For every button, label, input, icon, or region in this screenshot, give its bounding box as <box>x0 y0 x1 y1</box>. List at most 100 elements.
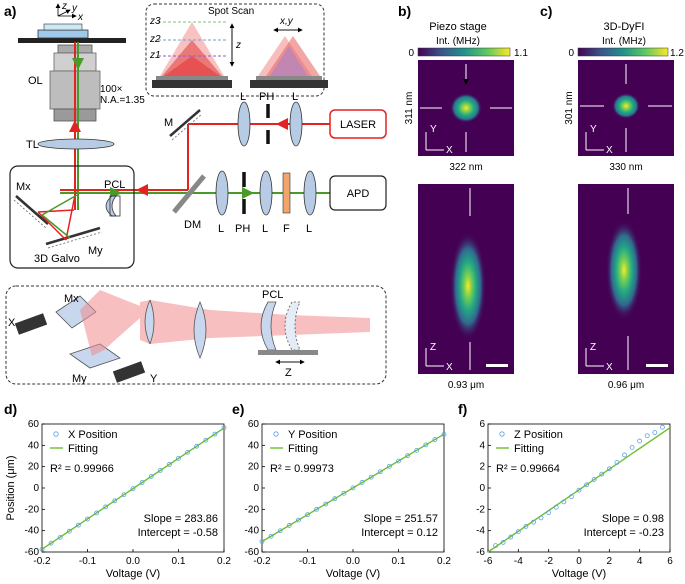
chart-d-point <box>94 510 99 516</box>
chart-f-point <box>561 499 567 505</box>
psf-c-cbar-max: 1.2 <box>670 48 684 59</box>
psf-c-cbar-label: Int. (MHz) <box>602 36 646 47</box>
psf-c-colorbar <box>577 47 669 57</box>
chart-d-intercept: Intercept = -0.58 <box>138 527 218 539</box>
chart-d-slope: Slope = 283.86 <box>144 513 218 525</box>
psf-c-size-x: 330 nm <box>609 162 642 173</box>
chart-f-point <box>584 482 589 488</box>
chart-f-xtick-label: 4 <box>637 556 643 567</box>
chart-d-point <box>148 474 154 479</box>
psf-b-colorbar <box>417 47 511 57</box>
chart-e-point <box>295 517 301 523</box>
chart-d-point <box>39 546 45 552</box>
stage-y-label: y <box>71 3 78 14</box>
psf-c-size-y: 301 nm <box>564 91 575 124</box>
chart-d-ytick-label: -60 <box>25 547 40 558</box>
chart-d-point <box>203 437 209 443</box>
chart-d-point <box>157 467 163 473</box>
inset-pcl-label: PCL <box>262 289 283 301</box>
objective-lens: OL 100× N.A.=1.35 <box>28 44 145 122</box>
z-scan-axis: z <box>235 40 241 51</box>
chart-d-point <box>139 480 145 485</box>
chart-e-point <box>377 469 383 475</box>
dichroic-mirror <box>172 174 206 214</box>
chart-d-point <box>76 522 81 528</box>
chart-f-fit-line <box>487 427 671 553</box>
chart-d-ytick-label: -20 <box>25 504 40 515</box>
chart-d-ytick-label: 40 <box>28 440 40 451</box>
chart-d-legend-series: X Position <box>68 429 118 441</box>
mirror-m: M <box>164 109 203 141</box>
chart-d-point <box>121 492 127 498</box>
chart-d-point <box>66 528 72 534</box>
psf-b-ax-z: Z <box>430 342 436 353</box>
det-lens-2-label: L <box>262 223 268 235</box>
chart-e-point <box>359 480 365 485</box>
chart-e-point <box>305 512 310 518</box>
objective-mag: 100× <box>100 84 123 95</box>
chart-f-xtick-label: 6 <box>667 556 673 567</box>
psf-c-xy-image: Y X <box>578 60 674 156</box>
chart-d-legend-marker <box>53 431 59 437</box>
my-label: My <box>88 245 103 257</box>
psf-b-ax-x2: X <box>446 362 453 373</box>
chart-d-ytick-label: 0 <box>33 483 39 494</box>
chart-f-legend-series: Z Position <box>514 429 563 441</box>
chart-e-xtick-label: 0.2 <box>437 556 451 567</box>
chart-e-xtick-label: 0.0 <box>346 556 360 567</box>
psf-c-cbar-min: 0 <box>568 48 574 59</box>
apd-detector <box>329 175 387 211</box>
chart-e-ytick-label: -60 <box>245 547 260 558</box>
dm-label: DM <box>184 219 201 231</box>
chart-d-xtick-label: -0.1 <box>79 556 97 567</box>
chart-e-point <box>286 523 292 528</box>
panel-label-e: e) <box>232 401 244 417</box>
chart-f-point <box>508 534 514 540</box>
chart-f-xtick-label: -2 <box>544 556 553 567</box>
psf-c-ax-z: Z <box>590 342 596 353</box>
chart-f-intercept: Intercept = -0.23 <box>584 527 664 539</box>
psf-b-ax-y: Y <box>430 124 437 135</box>
tube-lens <box>37 138 115 150</box>
chart-d-xlabel: Voltage (V) <box>106 568 160 580</box>
panel-label-f: f) <box>458 401 467 417</box>
chart-d-ytick-label: -40 <box>25 526 40 537</box>
chart-d-legend-fit: Fitting <box>68 443 98 455</box>
chart-e-point <box>314 506 320 512</box>
chart-e-point <box>441 432 447 437</box>
chart-e-fit-line <box>261 433 445 543</box>
laser-pinhole-label: PH <box>259 91 274 103</box>
chart-f-ytick-label: 6 <box>479 419 485 430</box>
chart-f-xtick-label: -4 <box>514 556 523 567</box>
chart-e-ytick-label: 40 <box>248 440 260 451</box>
laser-lens-1 <box>237 101 251 147</box>
galvo-box-label: 3D Galvo <box>34 253 80 265</box>
chart-e-point <box>332 496 338 502</box>
inset-z-label: Z <box>285 367 292 379</box>
chart-f-r2: R² = 0.99664 <box>496 463 560 475</box>
chart-f-point <box>553 504 559 510</box>
chart-f-ytick-label: 4 <box>479 440 485 451</box>
chart-f-xlabel: Voltage (V) <box>552 568 606 580</box>
spot-scan-title: Spot Scan <box>208 6 254 17</box>
z2-label: z2 <box>149 34 161 45</box>
psf-c-ax-x1: X <box>606 145 613 156</box>
chart-d-point <box>57 534 63 540</box>
panel-label-c: c) <box>540 3 552 19</box>
chart-e-point <box>323 501 329 507</box>
det-lens-1 <box>215 170 229 216</box>
chart-e-intercept: Intercept = 0.12 <box>361 527 438 539</box>
chart-d-xtick-label: 0.0 <box>126 556 140 567</box>
inset-my-label: My <box>72 373 87 385</box>
psf-c-ax-x2: X <box>606 362 613 373</box>
chart-e-legend-marker <box>273 431 279 437</box>
chart-d-xtick-label: 0.1 <box>172 556 186 567</box>
chart-d-r2: R² = 0.99966 <box>50 463 114 475</box>
psf-b-scale-bar <box>486 364 508 367</box>
chart-f-point <box>660 424 665 430</box>
chart-d-ytick-label: 20 <box>28 462 40 473</box>
